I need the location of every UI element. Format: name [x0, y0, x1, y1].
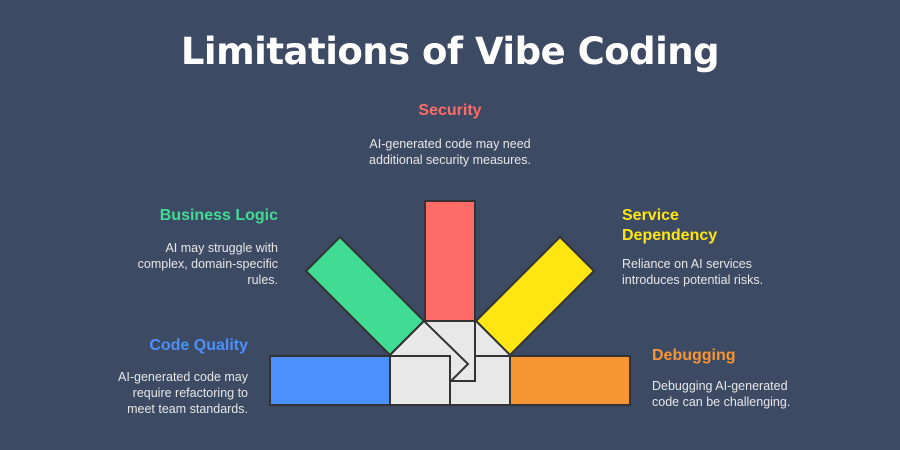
debugging-bar: [509, 355, 631, 406]
code-quality-base: [389, 355, 451, 406]
page-title: Limitations of Vibe Coding: [180, 30, 720, 73]
code-quality-text: AI-generated code may require refactorin…: [118, 370, 248, 416]
code-quality-heading: Code Quality: [149, 337, 248, 354]
service-dependency-text: Reliance on AI services introduces poten…: [622, 257, 764, 287]
business-logic-text: AI may struggle with complex, domain-spe…: [137, 241, 278, 287]
debugging-heading: Debugging: [652, 347, 736, 364]
service-dependency-heading: Service Dependency: [622, 207, 718, 244]
security-text: AI-generated code may need additional se…: [369, 137, 531, 167]
code-quality-bar: [269, 355, 391, 406]
security-heading: Security: [418, 102, 482, 119]
debugging-text: Debugging AI-generated code can be chall…: [652, 379, 791, 409]
business-logic-heading: Business Logic: [159, 207, 278, 224]
security-bar: [424, 200, 476, 322]
